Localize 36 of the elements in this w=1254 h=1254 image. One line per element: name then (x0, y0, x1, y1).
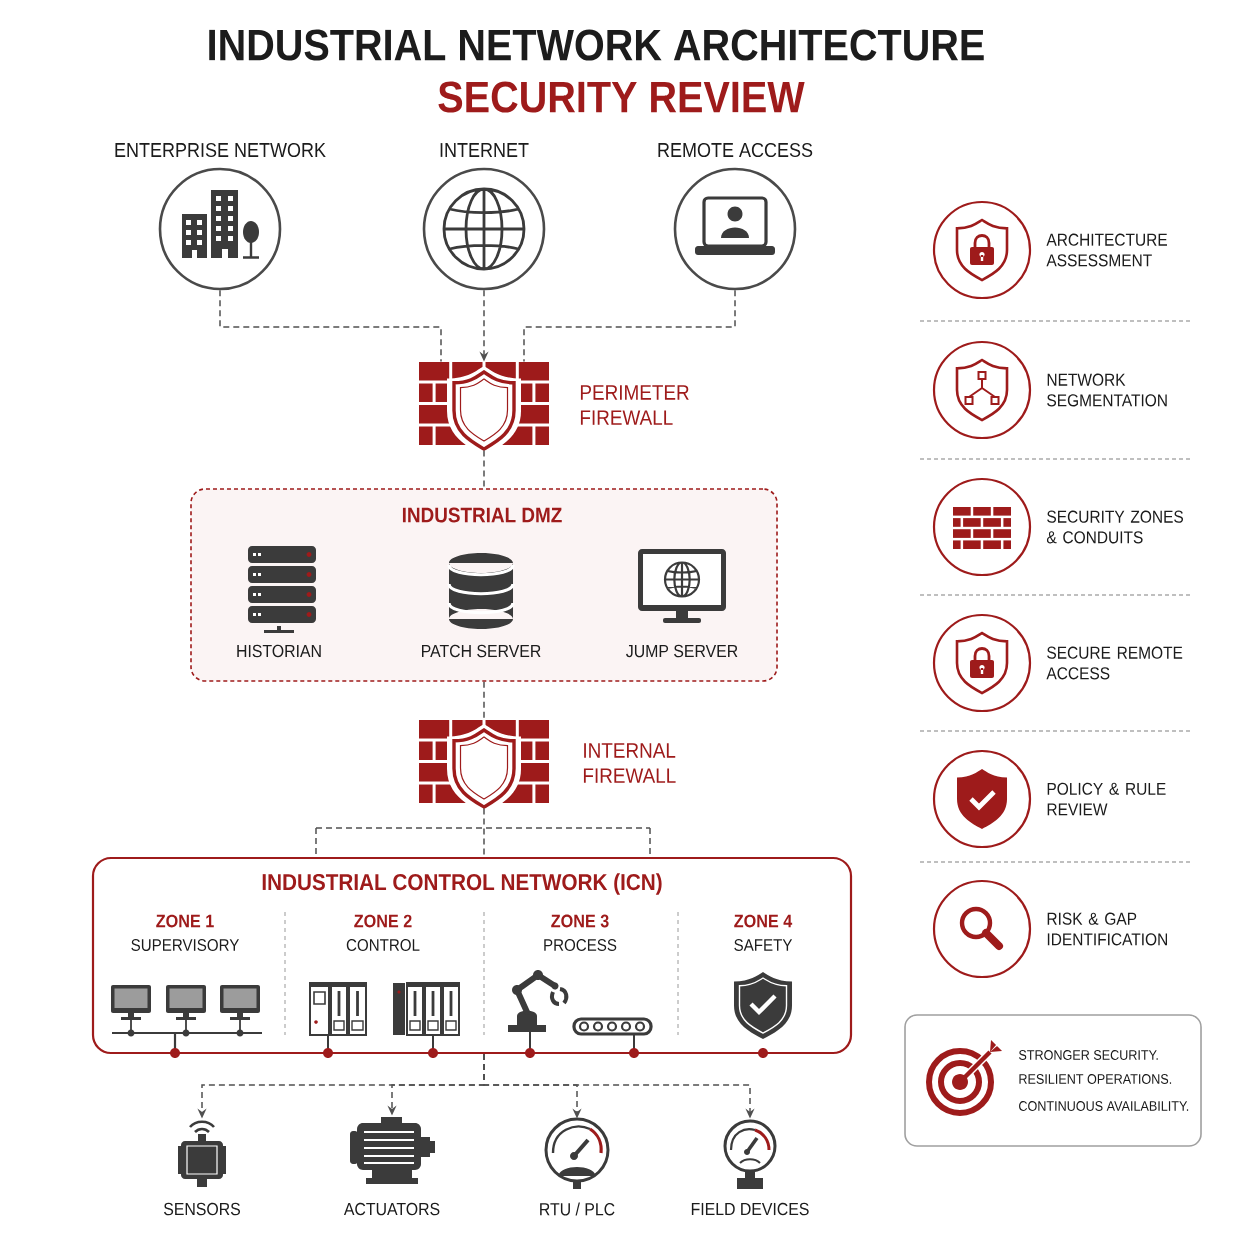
node-label: RTU / PLC (540, 1202, 615, 1216)
zone-heading: ZONE 3 (551, 914, 609, 928)
zone-subtitle: PROCESS (544, 939, 617, 951)
summary-text: CONTINUOUS AVAILABILITY. (1019, 1101, 1189, 1111)
zone-title: INDUSTRIAL DMZ (402, 507, 562, 523)
firewall-label: INTERNAL FIREWALL (583, 743, 676, 783)
connector-line (483, 449, 485, 489)
node-label: INTERNET (440, 143, 529, 157)
subtitle: SECURITY REVIEW (438, 81, 805, 113)
item-text: SECURE REMOTE ACCESS (1046, 646, 1183, 680)
item-text: RISK & GAP IDENTIFICATION (1047, 912, 1167, 946)
zone-heading: ZONE 1 (156, 914, 214, 928)
node-label: ACTUATORS (343, 1202, 440, 1216)
zone-heading: ZONE 4 (734, 914, 793, 928)
summary-text: STRONGER SECURITY. (1018, 1050, 1158, 1060)
item-text: POLICY & RULE REVIEW (1047, 782, 1166, 816)
summary-text: RESILIENT OPERATIONS. (1019, 1074, 1172, 1084)
node-label: FIELD DEVICES (691, 1202, 809, 1216)
zone-subtitle: SAFETY (734, 939, 793, 951)
connector-line (523, 289, 736, 363)
zone-subtitle: SUPERVISORY (131, 939, 239, 951)
connector-line (483, 681, 485, 721)
zone-subtitle: CONTROL (346, 939, 420, 951)
item-text: NETWORK SEGMENTATION (1047, 373, 1167, 407)
zone-title: INDUSTRIAL CONTROL NETWORK (ICN) (262, 873, 662, 895)
node-label: PATCH SERVER (422, 644, 541, 658)
zone-heading: ZONE 2 (354, 914, 412, 928)
node-label: JUMP SERVER (626, 644, 738, 658)
node-label: SENSORS (164, 1202, 240, 1216)
title: INDUSTRIAL NETWORK ARCHITECTURE (209, 29, 984, 61)
firewall-label: PERIMETER FIREWALL (580, 385, 689, 425)
item-text: ARCHITECTURE ASSESSMENT (1046, 233, 1167, 267)
node-label: REMOTE ACCESS (658, 142, 813, 158)
node-label: HISTORIAN (237, 644, 321, 658)
node-label: ENTERPRISE NETWORK (115, 142, 326, 158)
item-text: SECURITY ZONES & CONDUITS (1046, 510, 1184, 544)
